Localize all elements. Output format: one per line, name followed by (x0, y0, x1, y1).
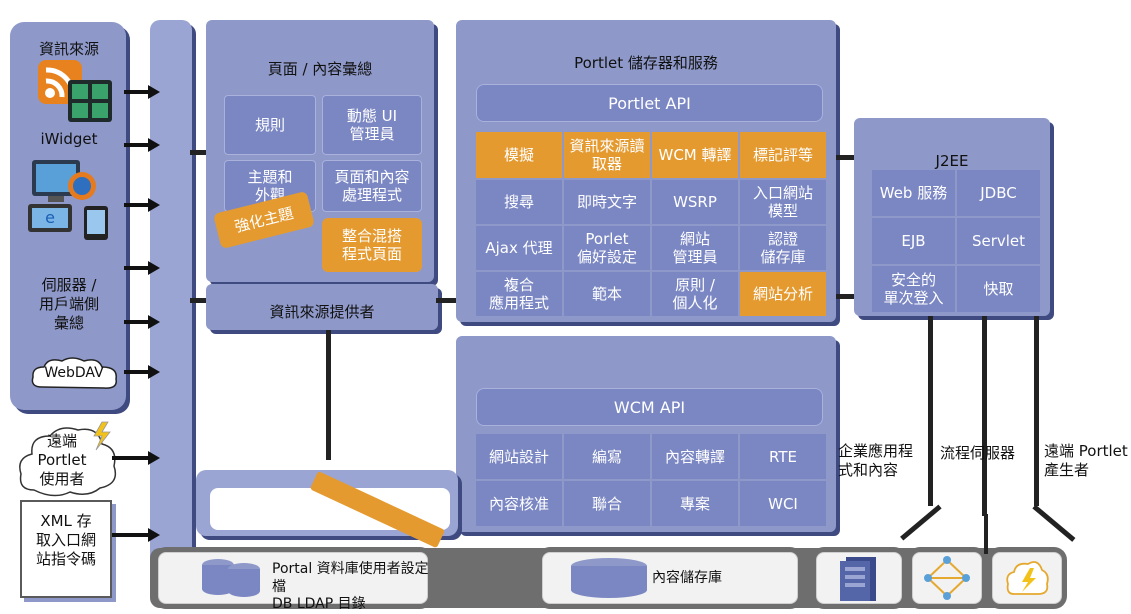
wcm-cell-projects: 專案 (652, 481, 738, 526)
wcm-cell-rte: RTE (740, 434, 826, 479)
portlet-cell-preferences: Porlet 偏好設定 (564, 226, 650, 270)
j2ee-cell-ejb: EJB (872, 218, 955, 264)
feed-provider-bar (206, 284, 438, 330)
j2ee-to-process-line (982, 316, 987, 516)
diag-enterprise (900, 504, 942, 541)
portlet-cell-tagging-rating: 標記評等 (740, 132, 826, 178)
diag-process (984, 514, 988, 554)
container-j2ee-connector-bottom (836, 294, 854, 299)
content-db-icon (568, 556, 650, 600)
bus-connector-agg (190, 150, 206, 155)
feeds-label: 資訊來源 (38, 40, 99, 58)
portlet-cell-wsrp: WSRP (652, 180, 738, 224)
j2ee-cell-sso: 安全的 單次登入 (872, 266, 955, 312)
bus-connector-provider (190, 298, 206, 303)
webdav-cloud-icon (28, 355, 122, 395)
lightning-cloud-icon (14, 420, 124, 500)
remote-consumer-label: 遠端 Portlet 使用者 (37, 432, 87, 488)
aggregation-title: 頁面 / 內容彙總 (267, 60, 373, 78)
wcm-cell-site-design: 網站設計 (476, 434, 562, 479)
portlet-cell-credential-vault: 認證 儲存庫 (740, 226, 826, 270)
portlet-services-grid: 模擬 資訊來源讀 取器 WCM 轉譯 標記評等 搜尋 即時文字 WSRP 入口網… (476, 132, 826, 316)
xml-label: XML 存 取入口網 站指令碼 (35, 512, 96, 568)
portal-db-label: Portal 資料庫使用者設定檔 DB LDAP 目錄 (272, 561, 429, 612)
portlet-container-title: Portlet 儲存器和服務 (574, 54, 718, 72)
enterprise-label: 企業應用程 式和內容 (838, 442, 914, 479)
content-repo-label: 內容儲存庫 (652, 570, 722, 586)
portlet-cell-live-text: 即時文字 (564, 180, 650, 224)
j2ee-to-producer-line (1034, 316, 1039, 506)
j2ee-to-enterprise-line (928, 316, 933, 506)
agg-cell-dynamic-ui: 動態 UI 管理員 (322, 95, 422, 155)
xml-document-icon (20, 500, 112, 598)
database-icon (200, 555, 262, 601)
left-bus (150, 20, 192, 575)
wcm-cell-approval: 內容核准 (476, 481, 562, 526)
container-j2ee-connector-top (836, 155, 854, 160)
agg-cell-page-handlers: 頁面和內容 處理程式 (322, 160, 422, 212)
portlet-cell-site-manager: 網站 管理員 (652, 226, 738, 270)
agg-cell-rules: 規則 (224, 95, 316, 155)
wcm-cell-content-rendering: 內容轉譯 (652, 434, 738, 479)
feed-provider-label: 資訊來源提供者 (269, 303, 375, 321)
widget-grid-icon (68, 80, 112, 122)
wcm-cell-syndication: 聯合 (564, 481, 650, 526)
webdav-label: WebDAV (44, 365, 104, 381)
portlet-cell-ajax-proxy: Ajax 代理 (476, 226, 562, 270)
process-server-label: 流程伺服器 (940, 444, 1016, 462)
agg-cell-mashup-pages: 整合混搭 程式頁面 (322, 218, 422, 272)
portlet-cell-policy: 原則 / 個人化 (652, 272, 738, 316)
portlet-cell-feed-reader: 資訊來源讀 取器 (564, 132, 650, 178)
portlet-cell-search: 搜尋 (476, 180, 562, 224)
server-tower-icon (836, 555, 882, 603)
portlet-cell-site-analytics: 網站分析 (740, 272, 826, 316)
producer-cloud-icon (1004, 556, 1050, 600)
wcm-cell-wci: WCI (740, 481, 826, 526)
iwidget-label: iWidget (40, 130, 98, 148)
portlet-cell-portal-model: 入口網站 模型 (740, 180, 826, 224)
process-network-icon (924, 556, 970, 600)
j2ee-title: J2EE (935, 152, 969, 170)
diag-producer (1032, 504, 1076, 542)
wcm-cell-authoring: 編寫 (564, 434, 650, 479)
portlet-cell-templates: 範本 (564, 272, 650, 316)
j2ee-cell-cache: 快取 (957, 266, 1040, 312)
feed-to-container-connector (436, 298, 456, 303)
j2ee-grid: Web 服務 JDBC EJB Servlet 安全的 單次登入 快取 (872, 170, 1040, 314)
computer-devices-icon: e (26, 152, 116, 242)
wcm-api-bar: WCM API (476, 388, 823, 426)
provider-vertical-connector (326, 330, 331, 460)
portlet-cell-composite-apps: 複合 應用程式 (476, 272, 562, 316)
portlet-cell-wcm-rendering: WCM 轉譯 (652, 132, 738, 178)
server-agg-label: 伺服器 / 用戶端側 彙總 (38, 276, 99, 332)
wcm-grid: 網站設計 編寫 內容轉譯 RTE 內容核准 聯合 專案 WCI (476, 434, 826, 528)
j2ee-cell-servlet: Servlet (957, 218, 1040, 264)
svg-text:e: e (45, 208, 55, 227)
remote-producer-label: 遠端 Portlet 產生者 (1044, 442, 1128, 479)
portlet-cell-impersonation: 模擬 (476, 132, 562, 178)
j2ee-cell-jdbc: JDBC (957, 170, 1040, 216)
portlet-api-bar: Portlet API (476, 84, 823, 122)
j2ee-cell-web-services: Web 服務 (872, 170, 955, 216)
